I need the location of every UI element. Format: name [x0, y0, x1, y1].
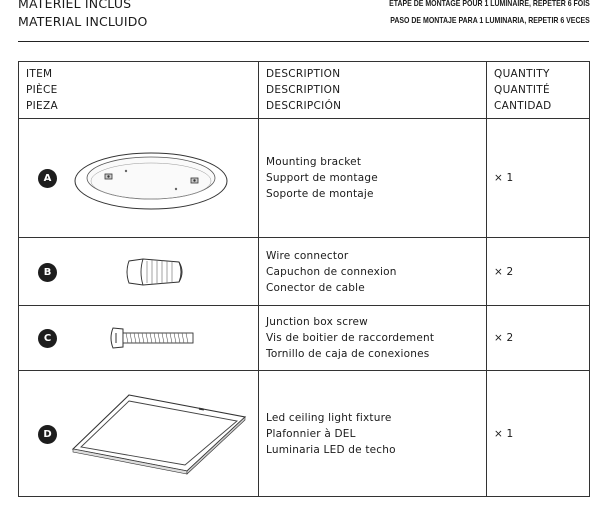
description-cell: Wire connector Capuchon de connexion Con… — [258, 237, 487, 306]
description-fr: Vis de boitier de raccordement — [266, 332, 435, 344]
parts-table: ITEM PIÈCE PIEZA DESCRIPTION DESCRIPTION… — [18, 61, 590, 497]
header-quantity-fr: QUANTITÉ — [494, 84, 550, 96]
wire-connector-icon — [126, 258, 183, 286]
quantity-cell: × 2 — [486, 305, 590, 371]
header-item: ITEM PIÈCE PIEZA — [18, 61, 259, 119]
item-letter-badge: B — [38, 262, 57, 282]
description-fr: Capuchon de connexion — [266, 265, 397, 278]
header-quantity-en: QUANTITY — [494, 68, 550, 80]
header-quantity-es: CANTIDAD — [494, 100, 552, 112]
item-cell: C — [18, 305, 259, 371]
header-description-fr: DESCRIPTION — [266, 84, 341, 96]
note-spanish: PASO DE MONTAJE PARA 1 LUMINARIA, REPETI… — [390, 15, 590, 25]
description-fr: Plafonnier à DEL — [266, 427, 356, 440]
header-description-en: DESCRIPTION — [266, 68, 341, 80]
header-item-fr: PIÈCE — [26, 84, 58, 96]
ceiling-light-fixture-icon — [71, 394, 247, 475]
screw-icon — [110, 327, 194, 349]
description-es: Soporte de montaje — [266, 188, 374, 200]
header-quantity: QUANTITY QUANTITÉ CANTIDAD — [486, 61, 590, 119]
item-cell: D — [18, 370, 259, 497]
section-title: MATERIEL INCLUS MATERIAL INCLUIDO — [18, 0, 148, 31]
mounting-bracket-icon — [74, 152, 228, 210]
description-cell: Led ceiling light fixture Plafonnier à D… — [258, 370, 487, 497]
header-item-es: PIEZA — [26, 100, 58, 112]
title-french: MATERIEL INCLUS — [18, 0, 132, 11]
table-header-row: ITEM PIÈCE PIEZA DESCRIPTION DESCRIPTION… — [18, 61, 590, 119]
table-row: C Junction box screw Vis de boi — [18, 305, 590, 371]
title-spanish: MATERIAL INCLUIDO — [18, 14, 148, 29]
header-description: DESCRIPTION DESCRIPTION DESCRIPCIÓN — [258, 61, 487, 119]
quantity-cell: × 2 — [486, 237, 590, 306]
description-es: Luminaria LED de techo — [266, 443, 396, 456]
table-row: D Led ceiling light fixture Plafonnier à… — [18, 370, 590, 497]
quantity-cell: × 1 — [486, 118, 590, 238]
header-description-es: DESCRIPCIÓN — [266, 100, 342, 112]
item-cell: B — [18, 237, 259, 306]
item-letter-badge: C — [38, 329, 57, 348]
assembly-note: ÉTAPE DE MONTAGE POUR 1 LUMINAIRE, REPET… — [389, 0, 590, 29]
description-es: Conector de cable — [266, 281, 365, 294]
description-en: Mounting bracket — [266, 156, 362, 168]
note-french: ÉTAPE DE MONTAGE POUR 1 LUMINAIRE, REPET… — [389, 0, 590, 8]
header-divider — [18, 41, 589, 42]
description-cell: Mounting bracket Support de montage Sopo… — [258, 118, 487, 238]
description-en: Junction box screw — [266, 316, 368, 328]
table-row: B Wire connector Capuchon de connexion C… — [18, 237, 590, 306]
item-letter-badge: D — [38, 424, 57, 444]
description-en: Wire connector — [266, 249, 349, 262]
table-row: A Mounting bracket Support de montage So… — [18, 118, 590, 238]
item-letter-badge: A — [38, 169, 57, 188]
quantity-cell: × 1 — [486, 370, 590, 497]
description-fr: Support de montage — [266, 172, 378, 184]
description-en: Led ceiling light fixture — [266, 411, 392, 424]
item-cell: A — [18, 118, 259, 238]
header-item-en: ITEM — [26, 68, 53, 80]
description-es: Tornillo de caja de conexiones — [266, 348, 430, 360]
description-cell: Junction box screw Vis de boitier de rac… — [258, 305, 487, 371]
